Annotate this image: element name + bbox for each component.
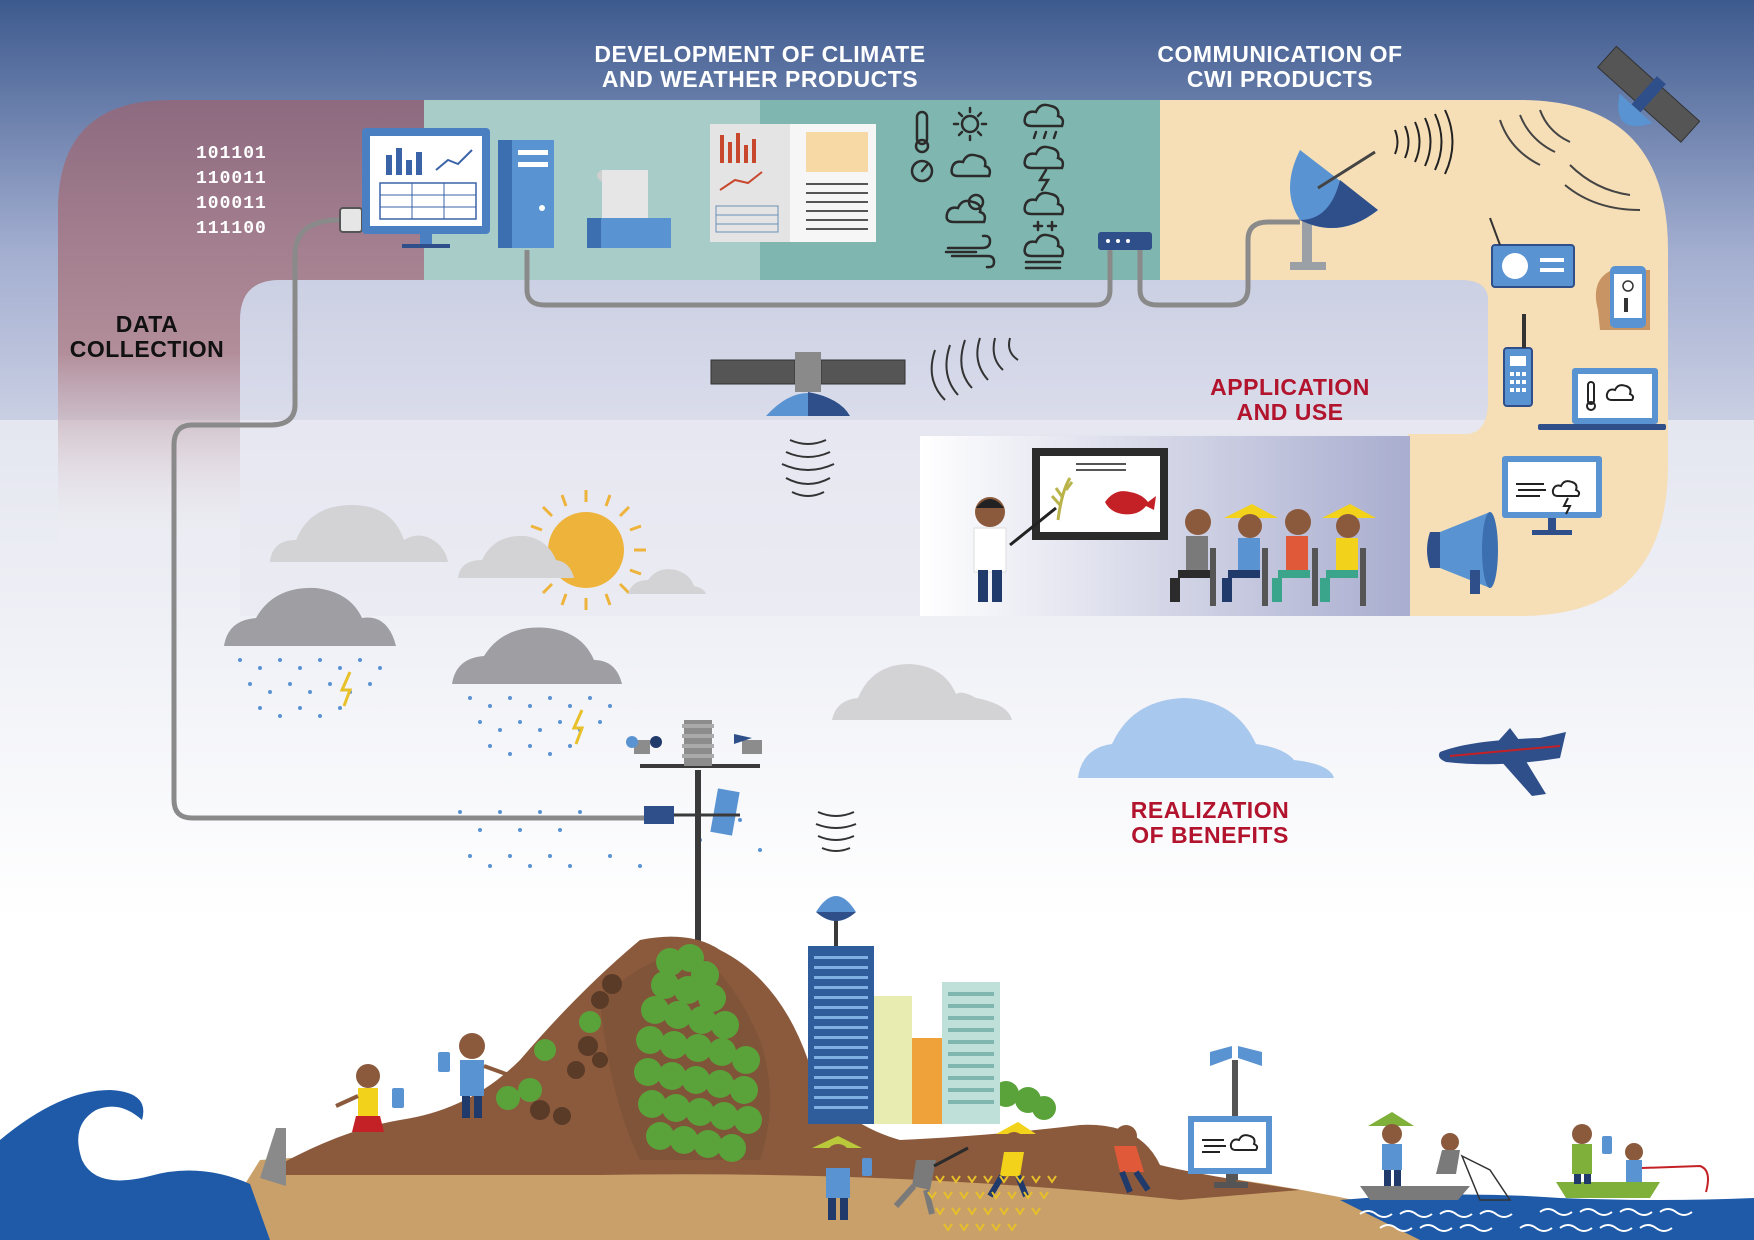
laptop-icon bbox=[1538, 368, 1666, 430]
storm-cloud-icon bbox=[1023, 145, 1065, 192]
cloud-icon bbox=[1078, 698, 1334, 778]
building-icon bbox=[808, 946, 1000, 1124]
satellite-dish-icon bbox=[815, 811, 857, 950]
cloud-icon bbox=[270, 505, 448, 562]
fog-cloud-icon bbox=[1023, 233, 1065, 270]
tree-icon bbox=[496, 944, 1056, 1162]
classroom-illustration bbox=[973, 448, 1376, 606]
binary-code: 101101 bbox=[196, 144, 267, 164]
person-icon bbox=[1272, 509, 1318, 606]
rain-cloud-icon bbox=[1023, 103, 1065, 140]
application-stage-label: APPLICATION AND USE bbox=[1180, 375, 1400, 425]
boat-icon bbox=[1556, 1124, 1709, 1198]
realization-label-line1: REALIZATION bbox=[1130, 797, 1290, 823]
development-stage-label: DEVELOPMENT OF CLIMATE AND WEATHER PRODU… bbox=[560, 42, 960, 92]
cloud-icon bbox=[832, 664, 1012, 720]
crop-field bbox=[927, 1175, 1057, 1232]
wave-icon bbox=[0, 1090, 270, 1240]
data-collection-label-line2: COLLECTION bbox=[69, 336, 225, 362]
satellite-dish-icon bbox=[1290, 109, 1454, 270]
radio-icon bbox=[1489, 217, 1575, 288]
person-icon bbox=[335, 1064, 404, 1150]
weather-station-icon bbox=[626, 720, 762, 948]
sun-icon bbox=[952, 106, 988, 142]
person-icon bbox=[893, 1139, 969, 1215]
person-icon bbox=[973, 497, 1007, 602]
person-icon bbox=[812, 1136, 872, 1220]
data-collection-stage-label: DATA COLLECTION bbox=[52, 312, 242, 362]
person-icon bbox=[1320, 504, 1376, 606]
router-icon bbox=[1098, 232, 1152, 250]
satellite-icon bbox=[1499, 45, 1701, 211]
person-icon bbox=[1114, 1125, 1151, 1194]
communication-label-line1: COMMUNICATION OF bbox=[1157, 41, 1403, 67]
data-collection-label-line1: DATA bbox=[115, 311, 179, 337]
boat-icon bbox=[1360, 1112, 1512, 1201]
cloud-icon bbox=[628, 569, 706, 594]
binary-code: 100011 bbox=[196, 194, 267, 214]
computer-monitor-icon bbox=[362, 128, 490, 248]
realization-label-line2: OF BENEFITS bbox=[1131, 822, 1289, 848]
rain-cloud-icon bbox=[452, 627, 622, 684]
rain-cloud-icon bbox=[224, 587, 396, 646]
binary-data-codes: 101101 110011 100011 111100 bbox=[196, 142, 267, 242]
report-icon bbox=[710, 124, 876, 242]
data-collection-band bbox=[58, 100, 424, 560]
megaphone-icon bbox=[1188, 1046, 1272, 1188]
realization-stage-label: REALIZATION OF BENEFITS bbox=[1090, 798, 1330, 848]
development-label-line1: DEVELOPMENT OF CLIMATE bbox=[594, 41, 926, 67]
development-label-line2: AND WEATHER PRODUCTS bbox=[601, 66, 919, 92]
cloud-icon bbox=[458, 535, 574, 578]
cloud-icon bbox=[950, 153, 992, 178]
tv-screen-icon bbox=[1502, 456, 1602, 535]
person-icon bbox=[1170, 509, 1216, 606]
wind-icon bbox=[944, 234, 996, 269]
walkie-talkie-icon bbox=[1503, 314, 1533, 407]
printer-icon bbox=[587, 170, 671, 248]
application-label-line2: AND USE bbox=[1236, 399, 1344, 425]
communication-stage-label: COMMUNICATION OF CWI PRODUCTS bbox=[1110, 42, 1450, 92]
snow-cloud-icon bbox=[1023, 191, 1065, 232]
server-tower-icon bbox=[498, 140, 554, 248]
application-label-line1: APPLICATION bbox=[1210, 374, 1370, 400]
person-icon bbox=[438, 1033, 507, 1118]
data-cable bbox=[171, 217, 1300, 821]
communication-label-line2: CWI PRODUCTS bbox=[1186, 66, 1374, 92]
thermometer-icon bbox=[914, 110, 930, 154]
gauge-icon bbox=[910, 159, 934, 183]
smartphone-icon bbox=[1595, 266, 1650, 330]
binary-code: 110011 bbox=[196, 169, 267, 189]
satellite-icon bbox=[710, 337, 1019, 497]
person-icon bbox=[1222, 504, 1278, 606]
cloud-icon bbox=[945, 193, 987, 224]
hill bbox=[270, 936, 1300, 1200]
binary-code: 111100 bbox=[196, 219, 267, 239]
megaphone-icon bbox=[1427, 512, 1498, 594]
airplane-icon bbox=[1438, 728, 1566, 796]
